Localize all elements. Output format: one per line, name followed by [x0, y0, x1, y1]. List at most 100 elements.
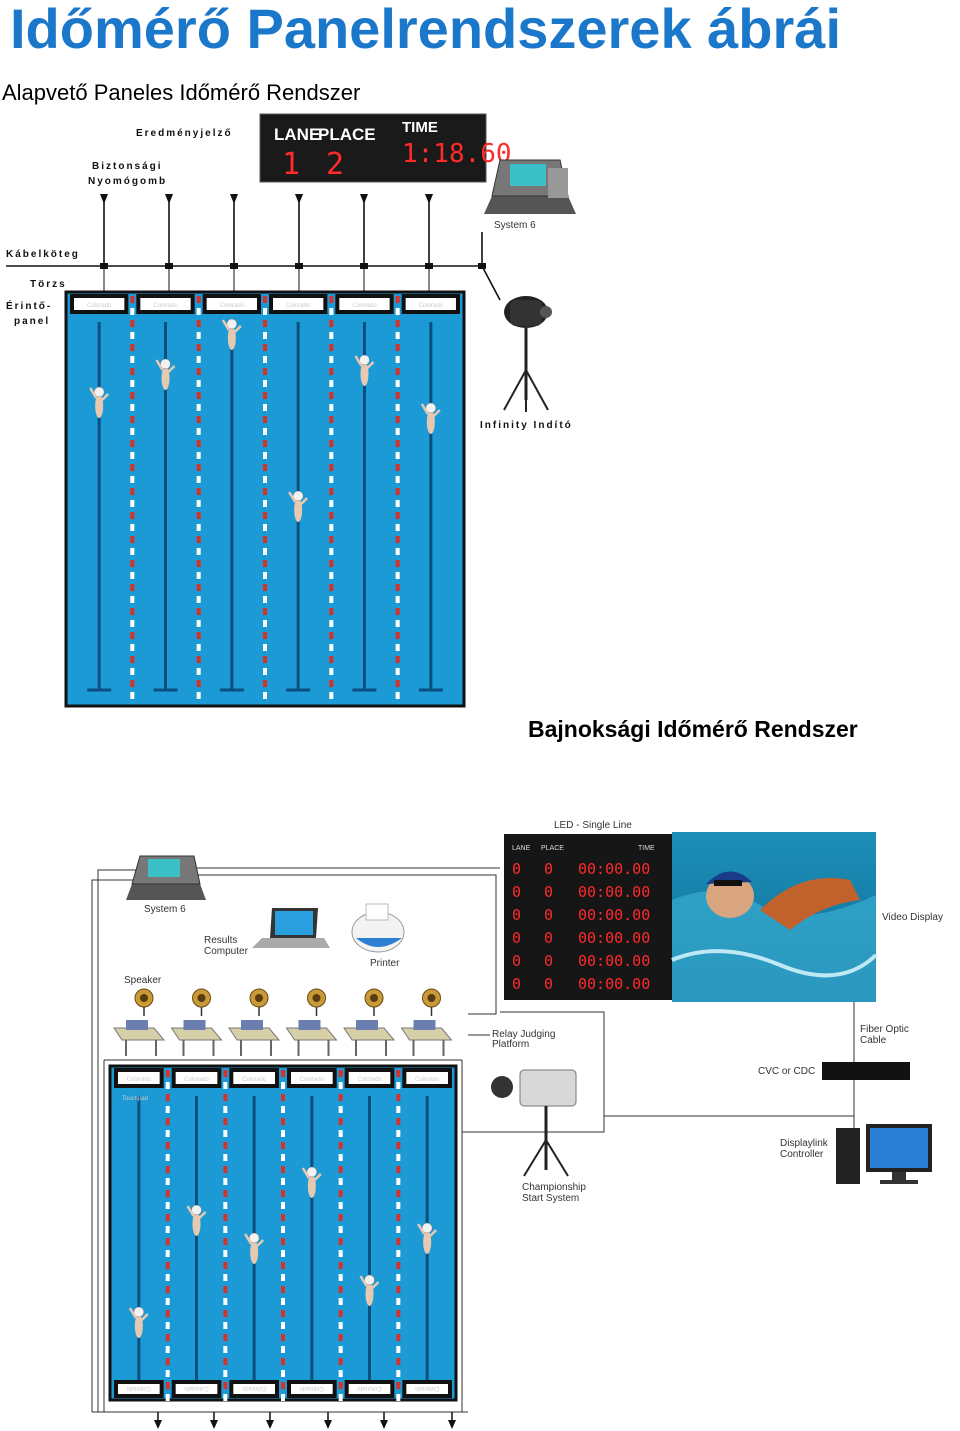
led-place: 0: [544, 906, 553, 924]
scoreboard: LANE PLACE TIME 1 2 1:18.60: [259, 113, 512, 183]
speaker-icon: [249, 988, 269, 1016]
scoreboard-header-lane: LANE: [274, 125, 320, 144]
lane-rope: [396, 1070, 401, 1401]
swimmer: [288, 490, 309, 522]
touchpad: Colorado: [335, 294, 394, 314]
wiring: [91, 867, 855, 1413]
label-results-1: Results: [204, 935, 237, 946]
label-cvc: CVC or CDC: [758, 1066, 815, 1077]
swimmer: [186, 1204, 207, 1236]
speaker-icon: [192, 988, 211, 1016]
swimmer: [420, 402, 441, 434]
scoreboard-header-place: PLACE: [318, 125, 376, 144]
label-touchpad-1: Érintő-: [6, 299, 52, 312]
lane-rope: [130, 296, 135, 699]
touchpad-brand: Colorado: [184, 1077, 209, 1083]
touchpad-brand: Colorado: [241, 1385, 266, 1391]
label-fiber-2: Cable: [860, 1035, 887, 1046]
touchpad-brand: Colorado: [87, 303, 112, 309]
scoreboard-time-value: 1:18.60: [402, 139, 512, 169]
label-displaylink-2: Controller: [780, 1149, 824, 1160]
infinity-starter: [503, 296, 552, 412]
label-cable-harness: Kábelköteg: [6, 249, 80, 260]
page-title: Időmérő Panelrendszerek ábrái: [10, 0, 842, 60]
results-computer: [252, 908, 330, 948]
led-place: 0: [544, 975, 553, 993]
touchpad-brand: Colorado: [242, 1077, 267, 1083]
touchpad: Colorado: [70, 294, 129, 314]
cvc-unit: [822, 1062, 910, 1080]
led-time: 00:00.00: [578, 952, 650, 970]
scoreboard-lane-value: 1: [282, 147, 300, 182]
led-place: 0: [544, 929, 553, 947]
label-relay-1: Relay Judging: [492, 1029, 555, 1040]
label-starter: Infinity Indító: [480, 420, 573, 431]
lane-rope: [329, 296, 334, 699]
speakers: [134, 988, 441, 1016]
speaker-icon: [307, 988, 326, 1016]
touchpad-brand: Colorado: [127, 1077, 152, 1083]
displaylink-controller: [836, 1124, 932, 1184]
touchpad-brand: Colorado: [153, 303, 178, 309]
led-header-time: TIME: [638, 845, 655, 852]
touchpad-brand: Colorado: [286, 303, 311, 309]
label-trunk: Törzs: [30, 279, 67, 290]
scoreboard-place-value: 2: [326, 147, 344, 182]
touchpad-brand: Colorado: [419, 303, 444, 309]
touchpad: Colorado: [344, 1068, 395, 1088]
swimmer: [244, 1232, 265, 1264]
led-time: 00:00.00: [578, 975, 650, 993]
scoreboard-header-time: TIME: [402, 119, 438, 136]
pool-basic: Colorado Colorado Colorado Colorado Colorado…: [64, 290, 466, 708]
touchpad-bottom: Colorado: [229, 1380, 279, 1398]
touchpad-brand: Colorado: [220, 303, 245, 309]
touchpad-brand: Colorado: [357, 1385, 382, 1391]
relay-platform-icon: [113, 1020, 166, 1056]
touchpad: Colorado: [171, 1068, 222, 1088]
touchpad-bottom: Colorado: [402, 1380, 452, 1398]
label-video: Video Display: [882, 912, 943, 923]
led-time: 00:00.00: [578, 906, 650, 924]
label-printer: Printer: [370, 958, 400, 969]
lane-rope: [196, 296, 201, 699]
section-title-championship: Bajnoksági Időmérő Rendszer: [528, 716, 858, 742]
label-speaker: Speaker: [124, 975, 162, 986]
touchpad-brand: Colorado: [300, 1077, 325, 1083]
relay-platform-icon: [343, 1020, 396, 1056]
label-results-2: Computer: [204, 946, 249, 957]
swimmer: [155, 358, 176, 390]
bottom-arrows: [154, 1412, 456, 1429]
led-lane: 0: [512, 883, 521, 901]
touchpad-brand: Colorado: [299, 1385, 324, 1391]
led-place: 0: [544, 883, 553, 901]
system6-console: [484, 159, 576, 214]
led-lane: 0: [512, 929, 521, 947]
label-console: System 6: [494, 220, 536, 231]
speaker-icon: [134, 988, 154, 1016]
pool-championship: ColoradoColoradoColoradoColoradoColorado…: [108, 1064, 458, 1402]
label-touchpad: Touchpad: [122, 1096, 148, 1102]
led-place: 0: [544, 952, 553, 970]
touchpad: Colorado: [401, 294, 460, 314]
lane-rope: [281, 1070, 285, 1401]
touchpad-brand: Colorado: [352, 303, 377, 309]
touchpad-bottom: Colorado: [171, 1380, 222, 1398]
relay-platform-icon: [228, 1020, 281, 1056]
touchpad-brand: Colorado: [415, 1077, 440, 1083]
lane-rope: [165, 1070, 170, 1401]
led-time: 00:00.00: [578, 929, 650, 947]
video-display: [671, 832, 878, 1002]
led-lane: 0: [512, 860, 521, 878]
label-console-2: System 6: [144, 904, 186, 915]
touchpad: Colorado: [402, 1068, 452, 1088]
speaker-icon: [422, 988, 441, 1016]
relay-platform-icon: [285, 1020, 338, 1056]
lane-rope: [223, 1070, 228, 1401]
lane-rope: [338, 1070, 343, 1401]
touchpad: Colorado: [114, 1068, 164, 1088]
printer: [351, 903, 405, 953]
touchpad: Colorado: [229, 1068, 279, 1088]
